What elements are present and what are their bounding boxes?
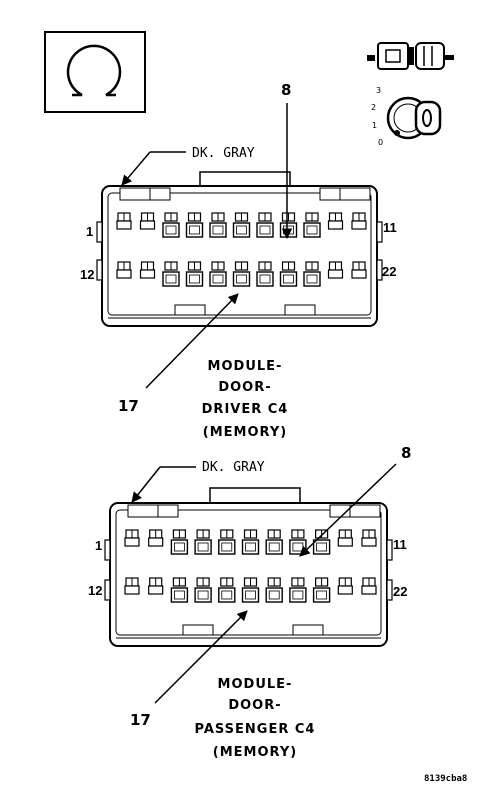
title-line-2: DOOR-	[218, 380, 271, 395]
pin-cavity-17	[232, 261, 251, 287]
connector-passenger: DK. GRAY 1 11 12 22 8 17 MODULE- DOOR-	[88, 444, 411, 760]
pin-cavities	[124, 529, 377, 603]
pin-label-22: 22	[382, 264, 396, 279]
key-position-3: 3	[376, 86, 381, 95]
pin-cavity-6	[241, 529, 260, 555]
pin-cavity-14	[162, 261, 180, 287]
pin-cavity-15	[194, 577, 212, 603]
pin-cavity-3	[162, 212, 180, 238]
pin-label-12: 12	[80, 267, 94, 282]
pin-cavity-21	[327, 261, 344, 279]
pin-cavity-12	[116, 261, 132, 279]
wire-color-label: DK. GRAY	[192, 146, 255, 161]
pin-cavity-9	[303, 212, 321, 238]
pin-cavity-5	[209, 212, 227, 238]
title-line-1: MODULE-	[208, 359, 283, 374]
pin-label-1: 1	[95, 538, 102, 553]
title-line-2: DOOR-	[228, 698, 281, 713]
pin-cavity-1	[124, 529, 140, 547]
title-line-4: (MEMORY)	[213, 745, 297, 760]
pin-cavity-17	[241, 577, 260, 603]
pin-cavity-1	[116, 212, 132, 230]
pin-cavity-10	[327, 212, 344, 230]
pin-label-22: 22	[393, 584, 407, 599]
pin-cavity-18	[256, 261, 274, 287]
connector-title: MODULE- DOOR- PASSENGER C4 (MEMORY)	[195, 677, 316, 760]
pin-cavity-3	[170, 529, 189, 555]
pin-cavity-14	[170, 577, 189, 603]
callout-17: 17	[130, 711, 151, 729]
pin-cavity-9	[312, 529, 331, 555]
pin-cavity-21	[337, 577, 353, 595]
title-line-3: DRIVER C4	[202, 402, 289, 417]
callout-17: 17	[118, 397, 139, 415]
pin-cavity-15	[185, 261, 204, 287]
pin-cavities	[116, 212, 367, 287]
pin-cavity-8	[279, 212, 298, 238]
key-position-1: 1	[372, 121, 377, 130]
title-line-3: PASSENGER C4	[195, 722, 316, 737]
pin-label-1: 1	[86, 224, 93, 239]
pin-cavity-20	[303, 261, 321, 287]
pin-cavity-10	[337, 529, 353, 547]
title-line-4: (MEMORY)	[203, 425, 287, 440]
pin-cavity-7	[265, 529, 283, 555]
ignition-key-switch-icon: 3 2 1 0	[367, 42, 454, 147]
title-line-1: MODULE-	[218, 677, 293, 692]
figure-code: 8139cba8	[424, 774, 467, 784]
legend-box	[44, 31, 146, 113]
pin-cavity-13	[148, 577, 164, 595]
pin-label-11: 11	[383, 220, 397, 235]
pin-cavity-11	[361, 529, 377, 547]
pin-cavity-4	[185, 212, 204, 238]
pin-cavity-22	[351, 261, 367, 279]
pin-cavity-2	[148, 529, 164, 547]
pin-cavity-8	[289, 529, 307, 555]
pin-cavity-2	[139, 212, 156, 230]
pin-cavity-19	[289, 577, 307, 603]
connector-title: MODULE- DOOR- DRIVER C4 (MEMORY)	[202, 359, 289, 440]
pin-cavity-16	[218, 577, 236, 603]
connector-driver: DK. GRAY 1 11 12 22 8 17	[80, 81, 397, 440]
key-position-2: 2	[371, 103, 376, 112]
pin-cavity-19	[279, 261, 298, 287]
pin-cavity-6	[232, 212, 251, 238]
pin-cavity-4	[194, 529, 212, 555]
wire-color-label: DK. GRAY	[202, 460, 265, 475]
callout-8: 8	[401, 444, 411, 462]
key-position-0: 0	[378, 138, 383, 147]
pin-cavity-20	[312, 577, 331, 603]
pin-label-12: 12	[88, 583, 102, 598]
pin-cavity-11	[351, 212, 367, 230]
pin-cavity-22	[361, 577, 377, 595]
pin-cavity-12	[124, 577, 140, 595]
pin-cavity-16	[209, 261, 227, 287]
pin-cavity-18	[265, 577, 283, 603]
pin-cavity-7	[256, 212, 274, 238]
pin-cavity-13	[139, 261, 156, 279]
pin-label-11: 11	[393, 537, 407, 552]
omega-ground-symbol-icon	[66, 44, 122, 97]
pin-cavity-5	[218, 529, 236, 555]
callout-8: 8	[281, 81, 291, 99]
